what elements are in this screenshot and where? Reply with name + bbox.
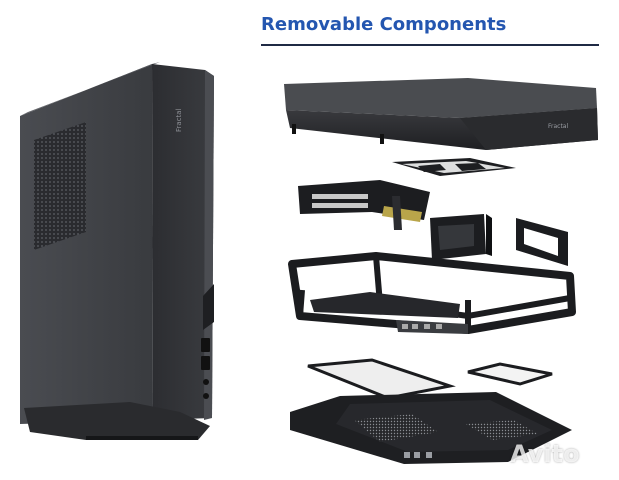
rear-io-plate xyxy=(516,218,568,266)
audio-jack-icon xyxy=(203,379,209,385)
vent-grille xyxy=(34,122,86,250)
ssd-bracket xyxy=(392,158,516,176)
dust-filter-large xyxy=(307,358,456,400)
case-front-panel xyxy=(152,64,214,420)
watermark-logo: Avito xyxy=(510,440,580,468)
usb-port-icon xyxy=(201,356,210,370)
chassis-frame xyxy=(288,252,576,334)
title-underline xyxy=(261,44,599,46)
audio-jack-icon xyxy=(203,393,209,399)
top-cover-brand-logo: Fractal xyxy=(548,123,568,130)
case-brand-logo: Fractal xyxy=(175,108,183,132)
case-stand xyxy=(24,402,210,440)
usb-port-icon xyxy=(201,338,210,352)
psu-bracket xyxy=(430,214,492,260)
top-cover: Fractal xyxy=(284,78,598,150)
pc-case: Fractal xyxy=(20,62,214,440)
bottom-tray xyxy=(290,392,572,464)
dust-filter-small xyxy=(467,362,553,386)
pcie-riser-bracket xyxy=(298,180,430,230)
page-title: Removable Components xyxy=(261,14,507,35)
